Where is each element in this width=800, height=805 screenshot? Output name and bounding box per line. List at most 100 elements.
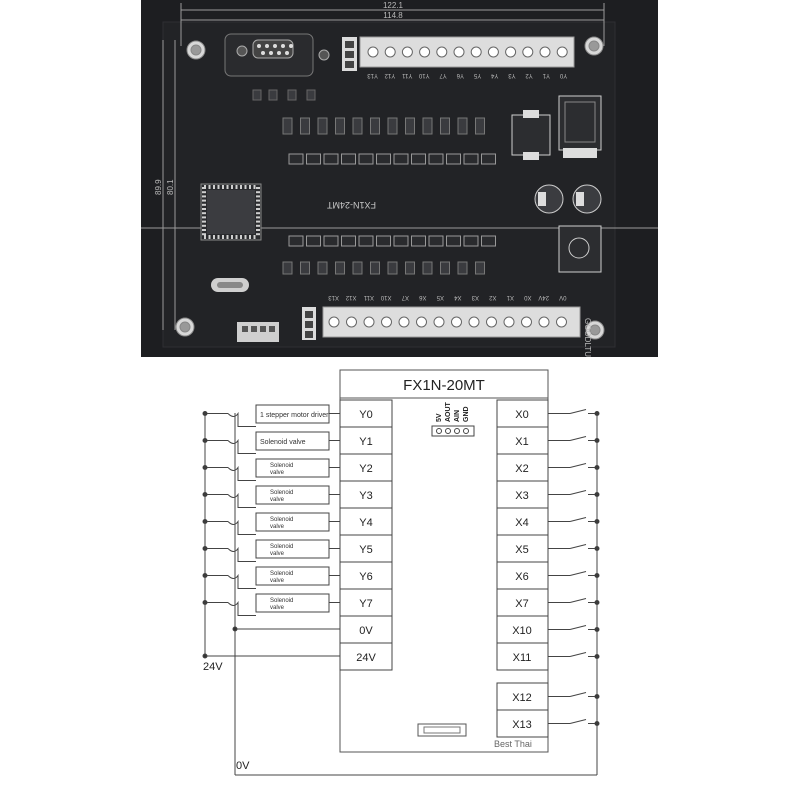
optocoupler-ic	[428, 153, 444, 165]
terminal-label: Y5	[473, 72, 481, 78]
terminal-screw	[468, 316, 480, 328]
chip-pin	[240, 235, 242, 239]
optocoupler-ic	[463, 235, 479, 247]
load-label: Solenoid	[270, 544, 293, 550]
chip-pin	[235, 185, 238, 189]
chip-pin	[202, 220, 206, 223]
terminal-label: Y2	[525, 72, 533, 78]
smd-component	[457, 261, 468, 275]
mounting-holes	[175, 36, 605, 340]
load-label: Solenoid valve	[260, 439, 306, 446]
analog-pin	[463, 428, 469, 434]
output-terminal-label: Y6	[359, 571, 372, 583]
terminal-label: X0	[523, 294, 531, 300]
optocoupler-ic	[393, 235, 409, 247]
terminal-label: 0V	[559, 294, 566, 300]
optocoupler-ic	[306, 153, 321, 165]
optocoupler-ic	[288, 235, 304, 247]
load-label: valve	[270, 578, 285, 584]
analog-pin	[454, 428, 460, 434]
optocoupler-ic	[446, 235, 461, 247]
chip-pin	[256, 212, 260, 215]
chip-pin	[240, 185, 242, 189]
load-wire	[227, 411, 256, 427]
input-switch	[569, 544, 587, 549]
input-switch	[569, 517, 587, 522]
chip-pin	[256, 203, 260, 206]
terminal-screw	[556, 46, 568, 58]
board-model-silkscreen: FX1N-24MT	[326, 200, 376, 210]
load-label: valve	[270, 524, 285, 530]
chip-pin	[253, 235, 256, 239]
smd-component	[440, 117, 450, 135]
smd-component	[440, 261, 450, 275]
load-label: valve	[270, 497, 285, 503]
optocoupler-ic	[481, 235, 496, 247]
chip-pin	[202, 199, 206, 202]
chip-pin	[226, 235, 229, 239]
terminal-label: Y11	[402, 72, 413, 78]
chip-pin	[235, 235, 238, 239]
terminal-screw	[363, 316, 375, 328]
transformer-bottom	[558, 225, 602, 273]
chip-pin	[256, 208, 260, 210]
terminal-screw	[470, 46, 482, 58]
chip-pin	[208, 235, 211, 239]
input-terminal-label: X5	[515, 544, 528, 556]
terminal-screw	[522, 46, 534, 58]
three-pin-header-top	[342, 37, 357, 71]
analog-pin	[436, 428, 442, 434]
smd-component	[300, 261, 310, 275]
input-switch	[569, 625, 587, 630]
chip-pin	[256, 224, 260, 227]
terminal-label: X2	[488, 294, 496, 300]
load-wire	[227, 438, 256, 454]
terminal-label: X5	[436, 294, 444, 300]
chip-pin	[213, 185, 215, 189]
load-label: valve	[270, 605, 285, 611]
terminal-screw	[433, 316, 445, 328]
input-switch	[569, 490, 587, 495]
optocoupler-ic	[481, 153, 496, 165]
optocoupler-ic	[376, 153, 391, 165]
chip-pin	[231, 235, 233, 239]
smd-component	[300, 117, 310, 135]
optocoupler-ic	[306, 235, 321, 247]
output-terminal-label: 0V	[359, 625, 373, 637]
chip-pin	[256, 229, 260, 231]
smd-component	[352, 261, 363, 275]
analog-pin	[445, 428, 451, 434]
chip-pin	[202, 203, 206, 206]
terminal-screw	[384, 46, 396, 58]
smd-component	[282, 261, 293, 275]
terminal-screw	[503, 316, 515, 328]
chip-pin	[202, 195, 206, 198]
terminal-label: Y1	[542, 72, 550, 78]
load-label: Solenoid	[270, 463, 293, 469]
chip-pin	[204, 235, 206, 239]
output-terminal-label: Y1	[359, 436, 372, 448]
input-terminal-label: X12	[512, 692, 532, 704]
optocoupler-ic	[376, 235, 391, 247]
chip-pin	[208, 185, 211, 189]
chip-pin	[256, 233, 260, 236]
load-label: valve	[270, 470, 285, 476]
input-terminal-label: X6	[515, 571, 528, 583]
chip-pin	[202, 216, 206, 219]
load-wire	[227, 546, 256, 562]
smd-component	[475, 117, 485, 135]
optocoupler-ic	[411, 153, 426, 165]
inductor	[511, 110, 551, 160]
chip-pin	[231, 185, 233, 189]
junction-dot	[232, 626, 238, 632]
optocoupler-ic	[428, 235, 444, 247]
terminal-screw	[487, 46, 499, 58]
optocoupler-ic	[341, 153, 356, 165]
terminal-screw	[451, 316, 462, 328]
chip-pin	[244, 185, 247, 189]
optocoupler-ic	[323, 235, 339, 247]
terminal-label: Y3	[508, 72, 516, 78]
terminal-label: Y7	[439, 72, 447, 78]
junction-dot	[202, 653, 208, 659]
smd-component	[335, 117, 345, 135]
